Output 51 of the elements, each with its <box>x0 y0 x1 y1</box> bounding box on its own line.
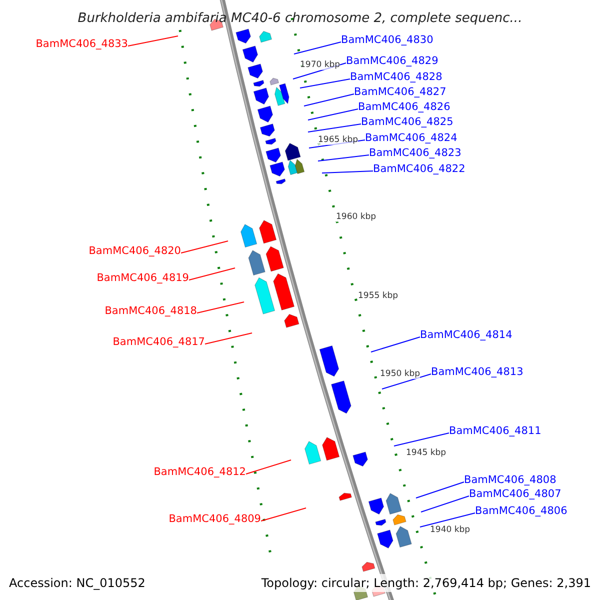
leader-line <box>204 332 252 344</box>
leader-line <box>300 78 350 88</box>
tick-label: 1960 kbp <box>336 212 376 222</box>
gene-label: BamMC406_4820 <box>88 244 181 258</box>
gene-label: BamMC406_4809 <box>168 512 261 526</box>
leader-line <box>318 154 370 162</box>
leader-line <box>322 170 374 174</box>
leader-line <box>394 432 450 446</box>
gene-label: BamMC406_4822 <box>373 162 466 176</box>
leader-line <box>260 508 306 522</box>
leader-line <box>196 302 244 314</box>
leader-line <box>180 240 228 254</box>
gene-label: BamMC406_4830 <box>341 33 434 47</box>
gene-label: BamMC406_4824 <box>365 131 458 145</box>
gene-label: BamMC406_4828 <box>350 70 442 84</box>
tick-label: 1945 kbp <box>406 448 446 458</box>
leader-line <box>420 496 470 512</box>
gene-label: BamMC406_4808 <box>464 473 556 487</box>
tick-label: 1970 kbp <box>300 60 340 70</box>
gene-label: BamMC406_4827 <box>354 85 446 99</box>
gene-label: BamMC406_4813 <box>431 365 524 379</box>
leader-line <box>370 336 420 352</box>
gene-label: BamMC406_4825 <box>361 115 454 129</box>
leader-line <box>188 268 236 280</box>
gene-label: BamMC406_4806 <box>475 504 568 518</box>
gene-label: BamMC406_4819 <box>96 271 189 285</box>
leader-line <box>246 460 292 474</box>
summary-text: Topology: circular; Length: 2,769,414 bp; Genes: 2,391 <box>261 574 591 592</box>
tick-label: 1950 kbp <box>380 369 420 379</box>
tick-label: 1955 kbp <box>358 291 398 301</box>
leader-line <box>382 374 432 390</box>
tick-label: 1965 kbp <box>318 135 358 145</box>
gene-label: BamMC406_4823 <box>369 146 462 160</box>
gene-label: BamMC406_4812 <box>154 465 246 479</box>
leader-line <box>420 512 476 528</box>
leader-line <box>304 94 354 106</box>
gene-label: BamMC406_4811 <box>449 424 542 438</box>
leader-line <box>128 36 178 46</box>
leader-line <box>308 108 358 120</box>
map-title: Burkholderia ambifaria MC40-6 chromosome 2, complete sequenc... <box>76 10 524 28</box>
gene-label: BamMC406_4829 <box>346 54 438 68</box>
gene-label: BamMC406_4817 <box>112 335 205 349</box>
gene-label: BamMC406_4807 <box>469 487 562 501</box>
gene-label: BamMC406_4826 <box>358 100 450 114</box>
gene-label: BamMC406_4833 <box>36 37 128 51</box>
leader-line <box>294 42 342 54</box>
leader-line <box>308 124 362 132</box>
leader-line <box>416 482 464 498</box>
gene-label: BamMC406_4814 <box>420 328 512 342</box>
gene-label: BamMC406_4818 <box>104 304 197 318</box>
tick-label: 1940 kbp <box>430 525 470 535</box>
